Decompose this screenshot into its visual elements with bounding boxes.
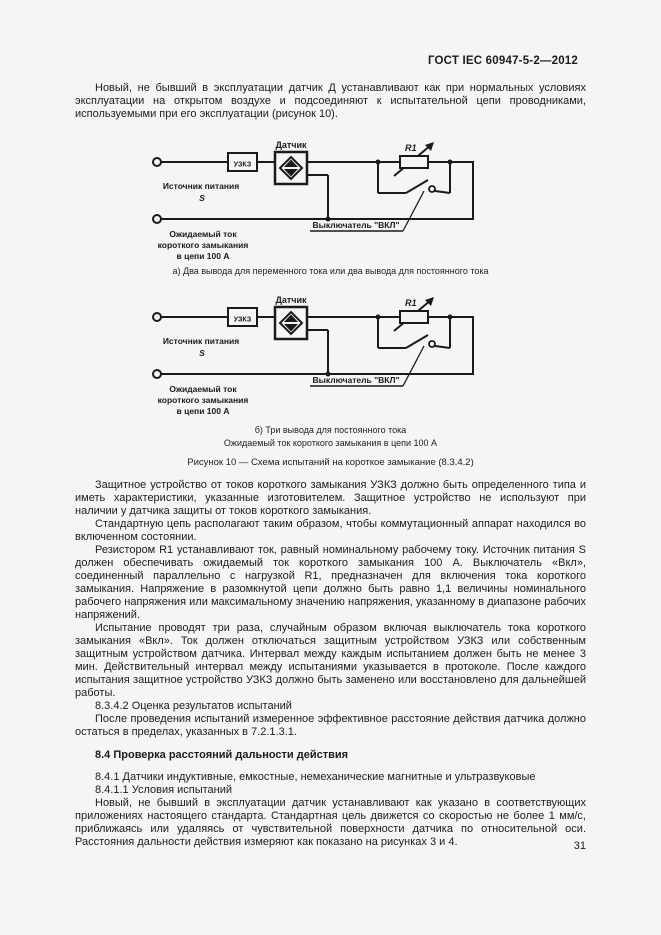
paragraph-test-procedure: Испытание проводят три раза, случайным о…: [75, 622, 586, 699]
paragraph-after-tests: После проведения испытаний измеренное эф…: [75, 713, 586, 738]
junction-dot: [447, 159, 453, 165]
uzkz-box: [227, 307, 258, 327]
resistor-arrowhead-icon: [425, 297, 434, 306]
subclause-8411: 8.4.1.1 Условия испытаний: [95, 784, 233, 796]
paragraph-new-sensor: Новый, не бывший в эксплуатации датчик у…: [75, 797, 586, 848]
resistor-r1-box: [399, 310, 429, 324]
junction-dot: [325, 371, 331, 377]
sensor-diamond-icon: [278, 310, 304, 336]
terminal-top-icon: [152, 157, 162, 167]
source-label-line1: Источник питания: [163, 181, 239, 191]
heading-84: 8.4 Проверка расстояний дальности действ…: [95, 749, 349, 761]
sensor-diamond-icon: [278, 155, 304, 181]
uzkz-label: УЗКЗ: [234, 162, 252, 169]
switch-blade: [405, 179, 429, 194]
page-number: 31: [573, 840, 586, 852]
figure-title: Рисунок 10 — Схема испытаний на короткое…: [187, 457, 474, 468]
source-label-line1: Источник питания: [163, 336, 239, 346]
switch-contact-icon: [428, 340, 436, 348]
junction-dot: [375, 159, 381, 165]
body-text: Защитное устройство от токов короткого з…: [75, 479, 586, 849]
junction-dot: [447, 314, 453, 320]
expected-current-line2: короткого замыкания: [158, 240, 249, 250]
source-label-line2: S: [199, 348, 205, 358]
uzkz-box: [227, 152, 258, 172]
intro-paragraph: Новый, не бывший в эксплуатации датчик Д…: [75, 82, 586, 120]
source-label-line2: S: [199, 193, 205, 203]
expected-current-line1: Ожидаемый ток: [169, 384, 237, 394]
caption-a: а) Два вывода для переменного тока или д…: [172, 266, 489, 276]
junction-dot: [375, 314, 381, 320]
expected-current-line3: в цепи 100 А: [177, 251, 230, 261]
r1-label: R1: [405, 143, 417, 153]
circuit-diagram-b: Датчик УЗКЗ R1 Источник питания S Ожидае…: [152, 295, 474, 416]
junction-dot: [325, 216, 331, 222]
switch-contact-icon: [428, 185, 436, 193]
terminal-bottom-icon: [152, 214, 162, 224]
expected-current-line3: в цепи 100 А: [177, 406, 230, 416]
caption-b-line1: б) Три вывода для постоянного тока: [254, 425, 407, 435]
switch-leader-line: [402, 345, 425, 387]
switch-blade: [405, 334, 429, 349]
wires: [161, 299, 474, 387]
sensor-label: Датчик: [275, 295, 307, 305]
circuit-diagram-a: Датчик УЗКЗ R1 Источник питания S Ожидае…: [152, 140, 474, 261]
subclause-841: 8.4.1 Датчики индуктивные, емкостные, не…: [95, 771, 536, 783]
paragraph-protective-device: Защитное устройство от токов короткого з…: [75, 479, 586, 517]
switch-leader-line: [402, 190, 425, 232]
switch-label: Выключатель "ВКЛ": [313, 375, 400, 385]
caption-b-line2: Ожидаемый ток короткого замыкания в цепи…: [223, 438, 438, 448]
sensor-triangle-down-icon: [284, 324, 298, 332]
resistor-r1-box: [399, 155, 429, 169]
caption-b: б) Три вывода для постоянного тока Ожида…: [0, 424, 661, 450]
expected-current-line1: Ожидаемый ток: [169, 229, 237, 239]
expected-current-line2: короткого замыкания: [158, 395, 249, 405]
resistor-arrowhead-icon: [425, 142, 434, 151]
sensor-triangle-up-icon: [284, 314, 298, 322]
paragraph-resistor-r1: Резистором R1 устанавливают ток, равный …: [75, 544, 586, 621]
switch-label: Выключатель "ВКЛ": [313, 220, 400, 230]
sensor-label: Датчик: [275, 140, 307, 150]
subclause-8342: 8.3.4.2 Оценка результатов испытаний: [95, 700, 292, 712]
r1-label: R1: [405, 298, 417, 308]
sensor-triangle-down-icon: [284, 169, 298, 177]
document-header: ГОСТ IEC 60947-5-2—2012: [427, 55, 578, 67]
terminal-top-icon: [152, 312, 162, 322]
terminal-bottom-icon: [152, 369, 162, 379]
uzkz-label: УЗКЗ: [234, 317, 252, 324]
paragraph-standard-circuit: Стандартную цепь располагают таким образ…: [75, 518, 586, 543]
sensor-triangle-up-icon: [284, 159, 298, 167]
